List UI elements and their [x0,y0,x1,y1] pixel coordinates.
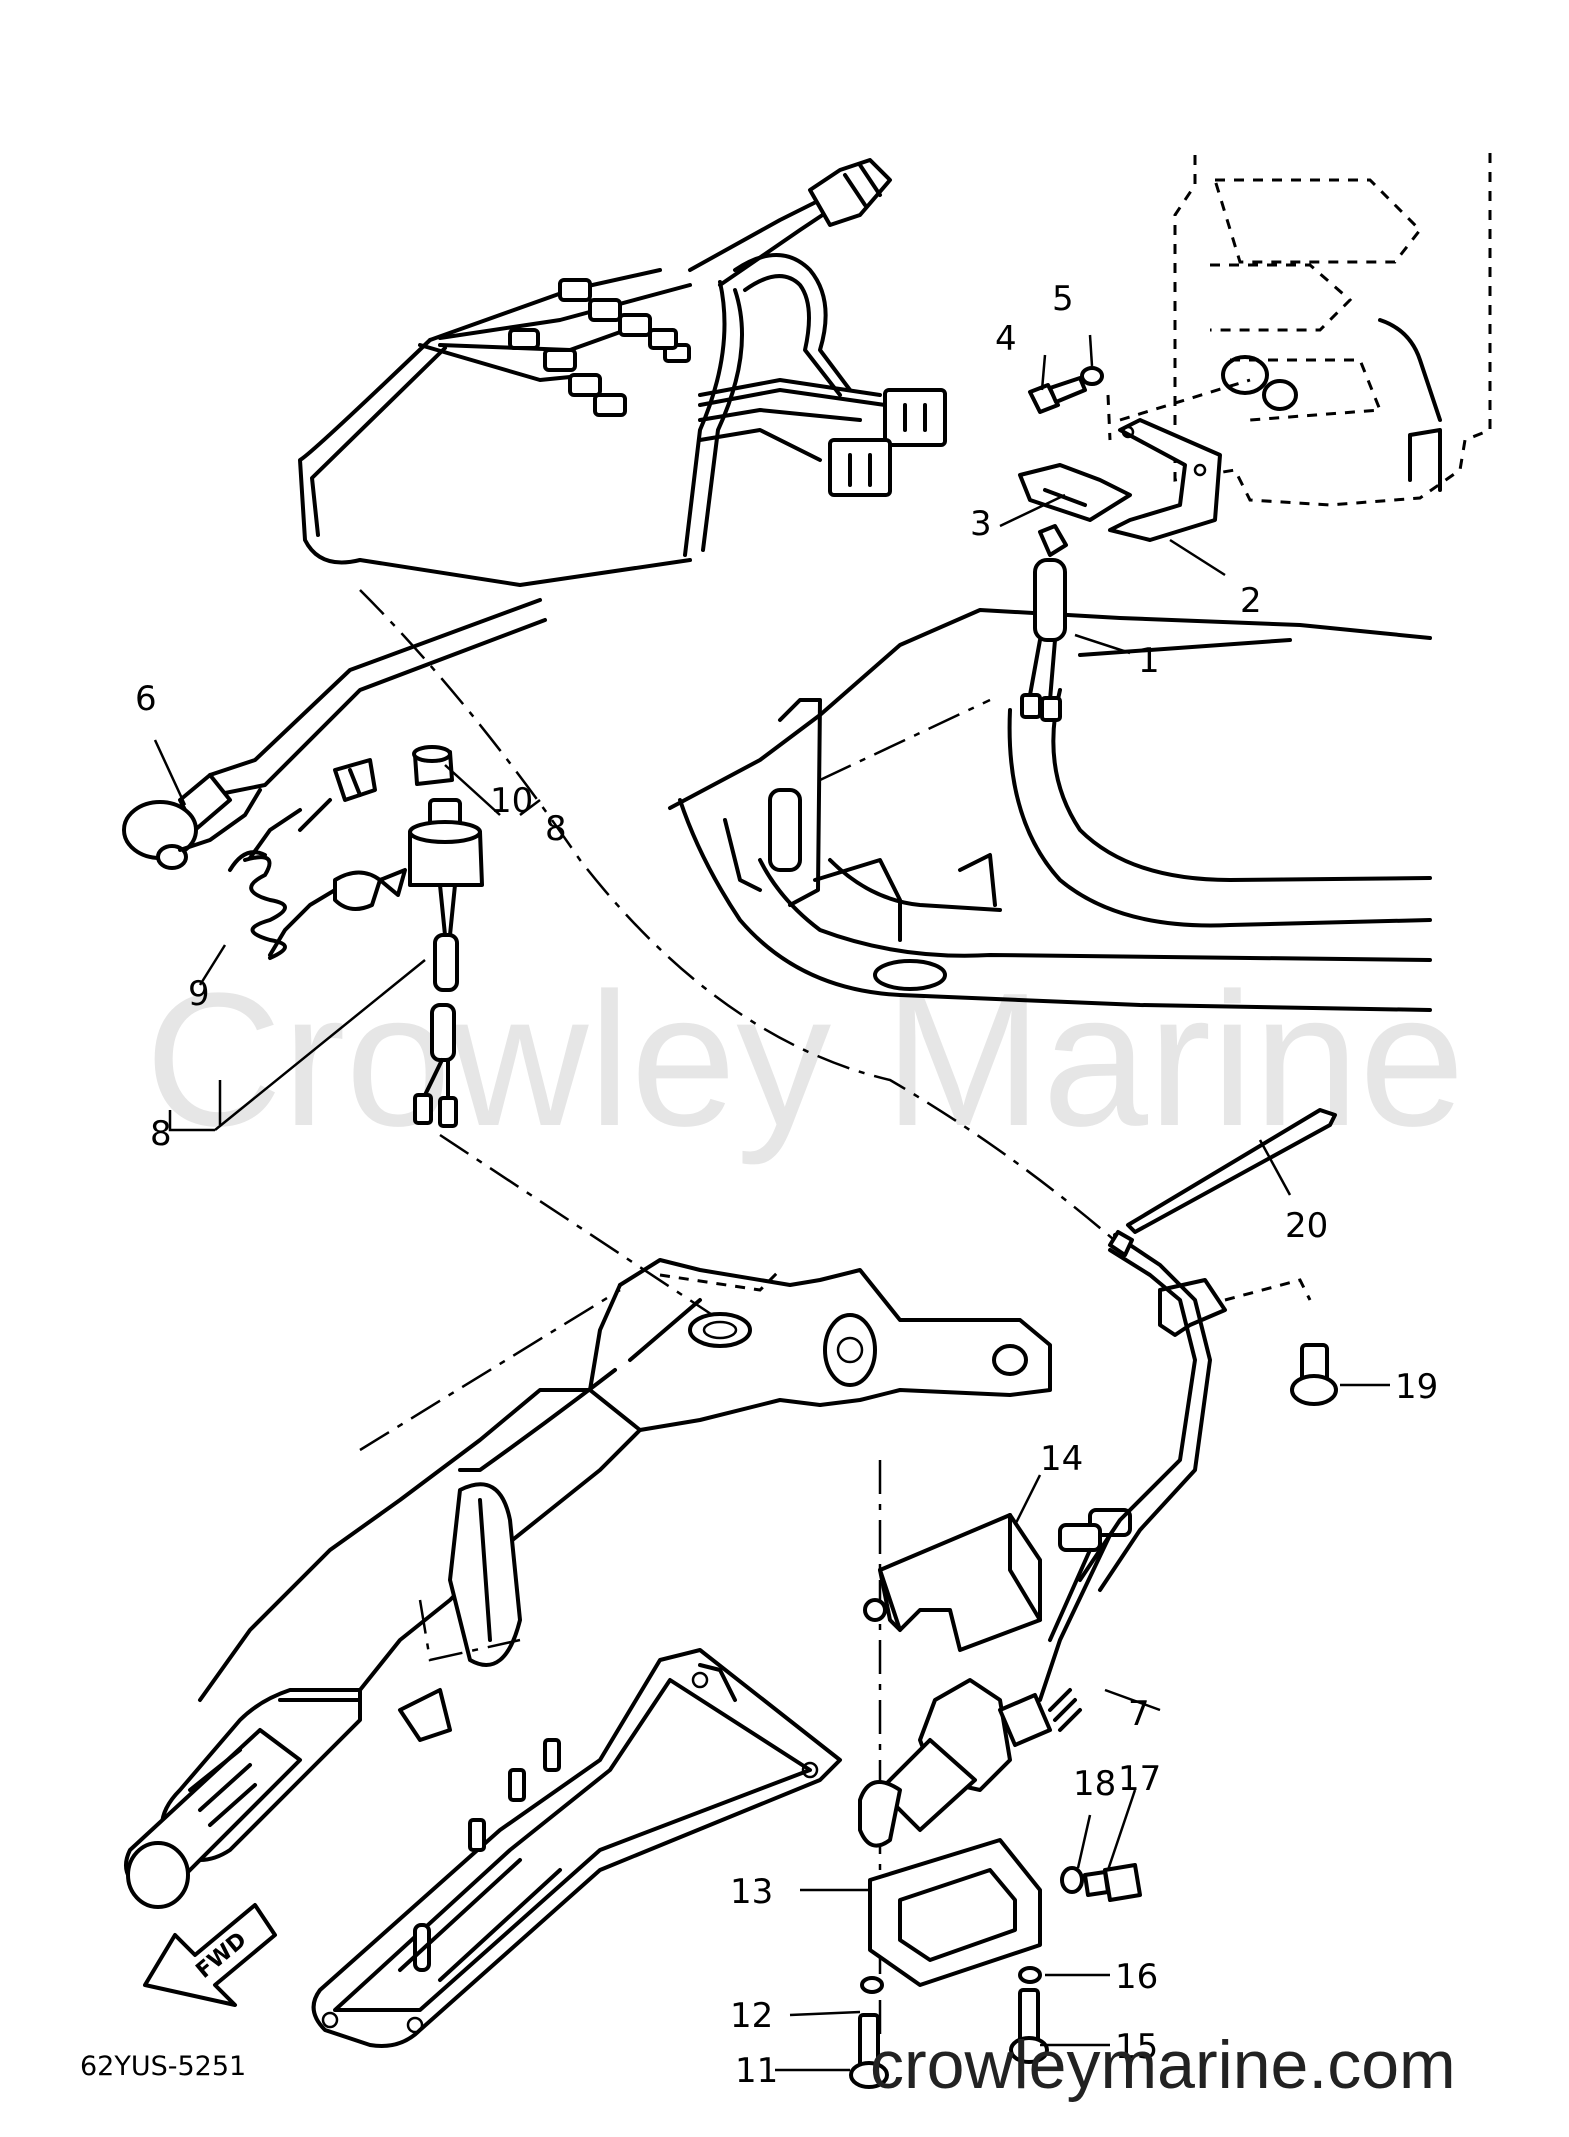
fwd-arrow: FWD [143,1903,277,2007]
callout-3: 3 [970,504,992,544]
callout-12: 12 [730,1996,773,2036]
screw-17 [1083,1863,1142,1902]
callout-13: 13 [730,1872,773,1912]
cable-tie-20 [1126,1108,1337,1234]
callout-6: 6 [135,679,157,719]
engine-block-outline [1173,150,1492,507]
tiller-handle [124,1258,1052,1909]
callout-4: 4 [995,319,1017,359]
leader-lines [153,334,1390,2072]
washer-5 [1080,366,1104,386]
watermark-text: Crowley Marine [145,954,1465,1166]
sensor-1 [1020,524,1068,722]
screw-11 [849,2013,889,2089]
cable-clamp [1078,1230,1312,1592]
clamp-3 [1018,463,1132,522]
callout-18: 18 [1073,1764,1116,1804]
callout-19: 19 [1395,1367,1438,1407]
screw-15 [1009,1988,1049,2064]
callout-7: 7 [1128,1694,1150,1734]
callout-14: 14 [1040,1439,1083,1479]
bottom-tray [311,1648,842,2048]
washer-12 [860,1976,884,1994]
washer-16 [1018,1966,1042,1984]
callout-15: 15 [1115,2027,1158,2067]
callout-2: 2 [1240,581,1262,621]
switch-route-guide [439,1133,721,1322]
callout-17: 17 [1118,1759,1161,1799]
callout-10: 10 [490,781,533,821]
callout-8-lower: 8 [150,1114,172,1154]
callout-16: 16 [1115,1957,1158,1997]
bezel-13 [868,1838,1042,1987]
washer-18 [1060,1866,1084,1894]
callout-20: 20 [1285,1206,1328,1246]
cover-14 [863,1513,1042,1652]
drawing-code: 62YUS-5251 [80,2051,246,2082]
lanyard-cord-9 [228,758,407,960]
cap-10 [412,745,454,786]
bolt-4 [1028,376,1087,414]
bracket-2 [1106,378,1251,542]
screw-19 [1290,1343,1338,1406]
bottom-cowling [668,608,1432,1012]
callout-5: 5 [1052,279,1074,319]
callout-9: 9 [188,974,210,1014]
watermark-url: crowleymarine.com [870,2027,1456,2103]
main-switch-7 [858,1508,1132,1848]
wire-harness [122,158,947,870]
callout-1: 1 [1138,641,1160,681]
stop-switch-8 [408,798,484,1128]
harness-route-guide [359,589,1121,1246]
callout-11: 11 [735,2051,778,2091]
callout-8-upper: 8 [545,809,567,849]
